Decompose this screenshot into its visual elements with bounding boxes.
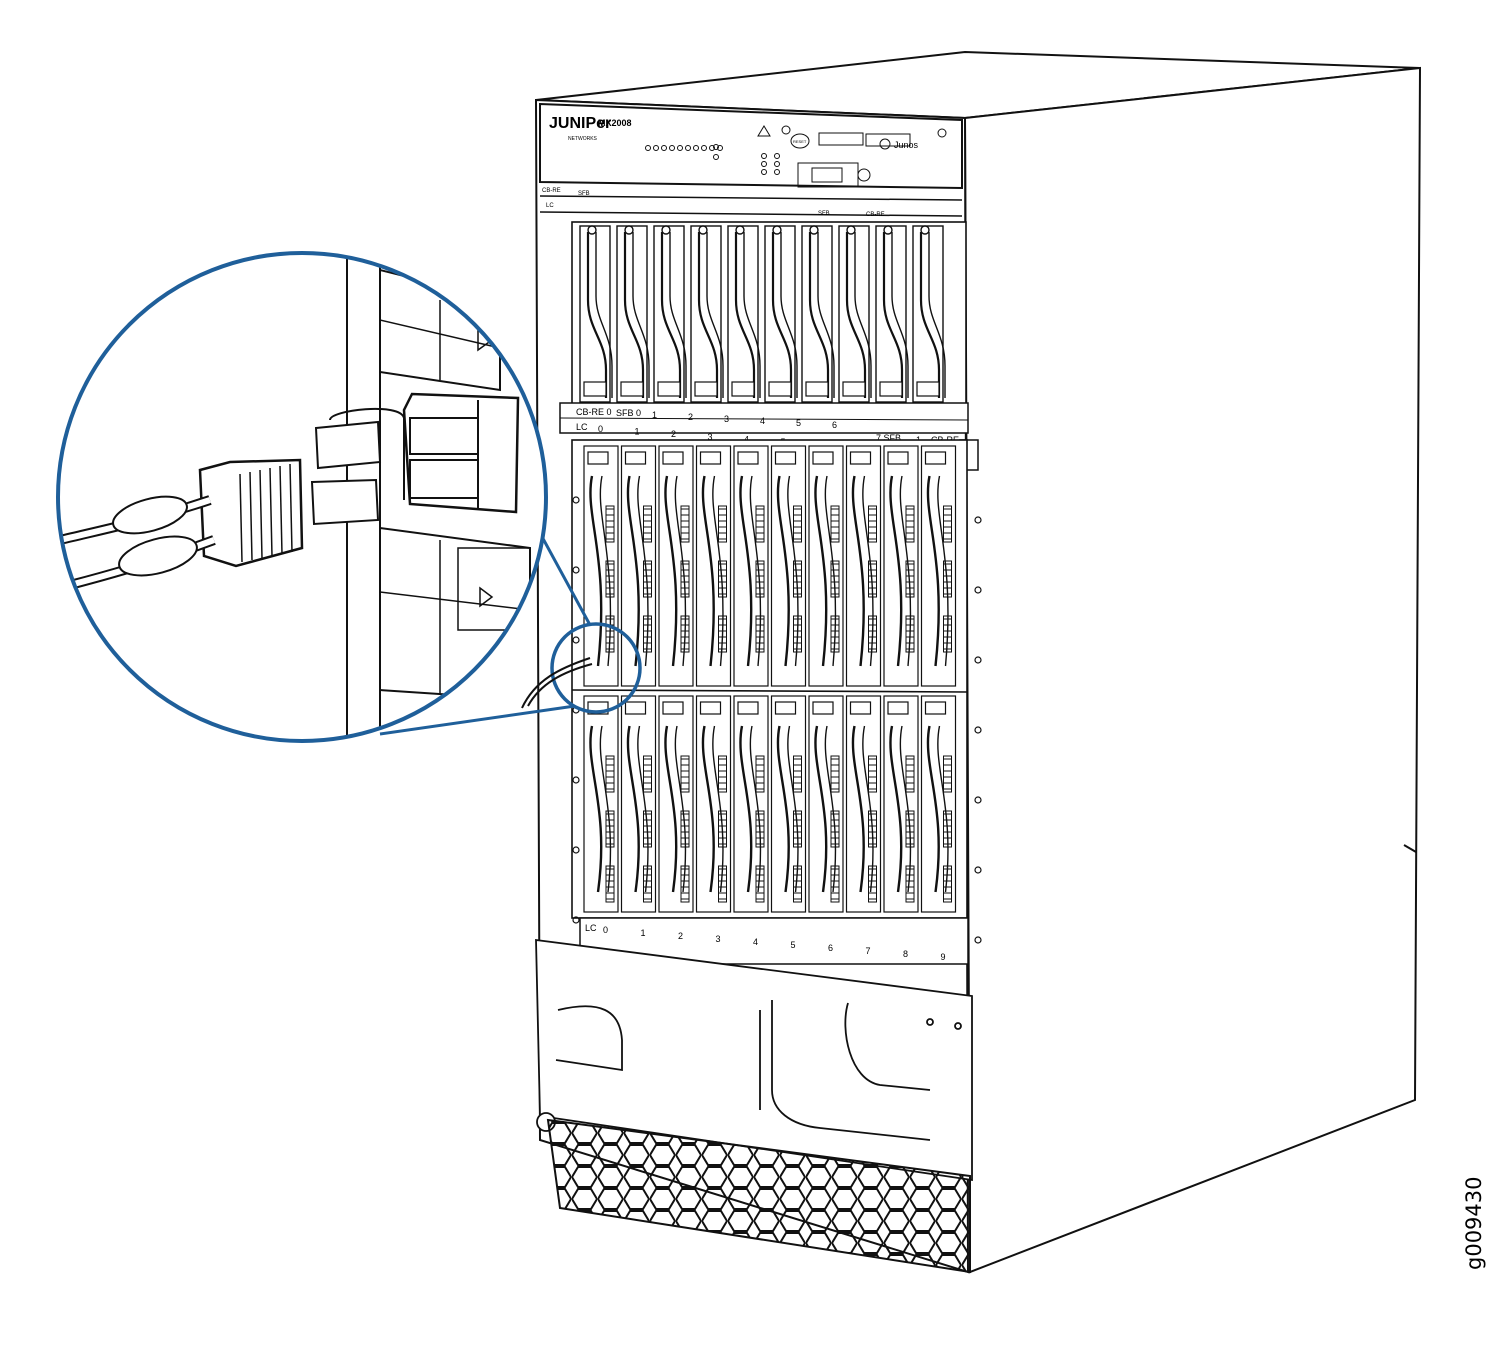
strip-sfb-slot: 5 [796, 418, 801, 428]
mount-hole [974, 656, 982, 664]
model-label: MX2008 [598, 118, 632, 128]
upper-card [764, 225, 798, 403]
upper-card [653, 225, 687, 403]
strip-bottom-lc-slot: 9 [941, 952, 946, 962]
line-card [695, 445, 732, 687]
line-card [920, 695, 957, 913]
craft-interface-panel: JUNIPer NETWORKS MX2008 Junos RESET [539, 102, 963, 190]
small-callout-circle [550, 622, 642, 714]
sfb-led-label-left: SFB [578, 191, 590, 197]
mount-hole [572, 846, 580, 854]
mount-hole [974, 726, 982, 734]
line-card [658, 695, 694, 913]
line-card [808, 445, 844, 687]
strip-lc-slot: 2 [671, 429, 676, 439]
strip-sfb-slot: 2 [688, 412, 693, 422]
line-card [583, 445, 619, 687]
junos-label: Junos [894, 140, 919, 150]
upper-card [579, 225, 613, 403]
mount-hole [572, 916, 580, 924]
strip-bottom-lc-slot: 8 [903, 949, 908, 959]
line-card [620, 445, 657, 687]
sfb-led-label-right: SFB [818, 211, 830, 217]
line-card [770, 695, 807, 913]
mount-hole [974, 796, 982, 804]
line-card [583, 695, 619, 913]
line-card-cage [571, 439, 982, 944]
line-card [620, 695, 657, 913]
strip-sfb: SFB [616, 408, 634, 418]
strip-bottom-lc-slot: 4 [753, 937, 758, 947]
strip-sfb-slot: 3 [724, 414, 729, 424]
zoom-callout [56, 251, 642, 743]
mount-hole [572, 566, 580, 574]
line-card [845, 695, 882, 913]
strip-bottom-lc-slot: 7 [866, 946, 871, 956]
strip-bottom-lc-slot: 6 [828, 943, 833, 953]
line-card [920, 445, 957, 687]
line-card [808, 695, 844, 913]
upper-card [875, 225, 909, 403]
mount-hole [974, 936, 982, 944]
line-card [883, 445, 919, 687]
chassis-side-face [963, 66, 1422, 1274]
strip-sfb-0: 0 [636, 408, 641, 418]
upper-card [912, 225, 946, 403]
fan-tray-door [535, 938, 973, 1182]
line-card [695, 695, 732, 913]
strip-bottom-lc-slot: 2 [678, 931, 683, 941]
strip-bottom-lc-slot: 1 [641, 928, 646, 938]
mount-hole [974, 866, 982, 874]
air-filter-grille [546, 1118, 971, 1274]
strip-lc-slot: 3 [708, 432, 713, 442]
reset-label: RESET [793, 139, 807, 144]
line-card [733, 695, 769, 913]
strip-bottom-lc: LC [585, 923, 597, 933]
strip-sfb-slot: 4 [760, 416, 765, 426]
strip-lc-slot: 0 [598, 424, 603, 434]
mount-hole [974, 516, 982, 524]
upper-card [616, 225, 650, 403]
upper-card [727, 225, 761, 403]
strip-sfb-slot: 6 [832, 420, 837, 430]
strip-bottom-lc-slot: 0 [603, 925, 608, 935]
line-card [845, 445, 882, 687]
line-card [733, 445, 769, 687]
strip-sfb-7: 7 SFB [876, 433, 901, 443]
strip-bottom-lc-slot: 5 [791, 940, 796, 950]
large-callout-circle [56, 251, 548, 743]
brand-logo: JUNIPer [549, 115, 611, 132]
strip-lc-slot: 1 [635, 427, 640, 437]
strip-bottom-lc-slot: 3 [716, 934, 721, 944]
figure-id: g009430 [1462, 1176, 1486, 1271]
lc-led-label: LC [546, 203, 554, 209]
cb-re-led-label: CB-RE [542, 188, 561, 194]
reset-button[interactable] [790, 133, 810, 149]
upper-card-cage [571, 221, 967, 411]
cb-re-led-label-right: CB-RE [866, 212, 885, 218]
mount-hole [572, 496, 580, 504]
upper-card [838, 225, 872, 403]
upper-card [690, 225, 724, 403]
line-card [883, 695, 919, 913]
mount-hole [974, 586, 982, 594]
strip-cb-re-0: CB-RE 0 [576, 407, 612, 417]
line-card [658, 445, 694, 687]
mount-hole [572, 636, 580, 644]
strip-sfb-slot: 1 [652, 410, 657, 420]
line-card [770, 445, 807, 687]
mount-hole [572, 776, 580, 784]
strip-lc: LC [576, 422, 588, 432]
upper-card [801, 225, 835, 403]
brand-sub: NETWORKS [568, 136, 598, 142]
